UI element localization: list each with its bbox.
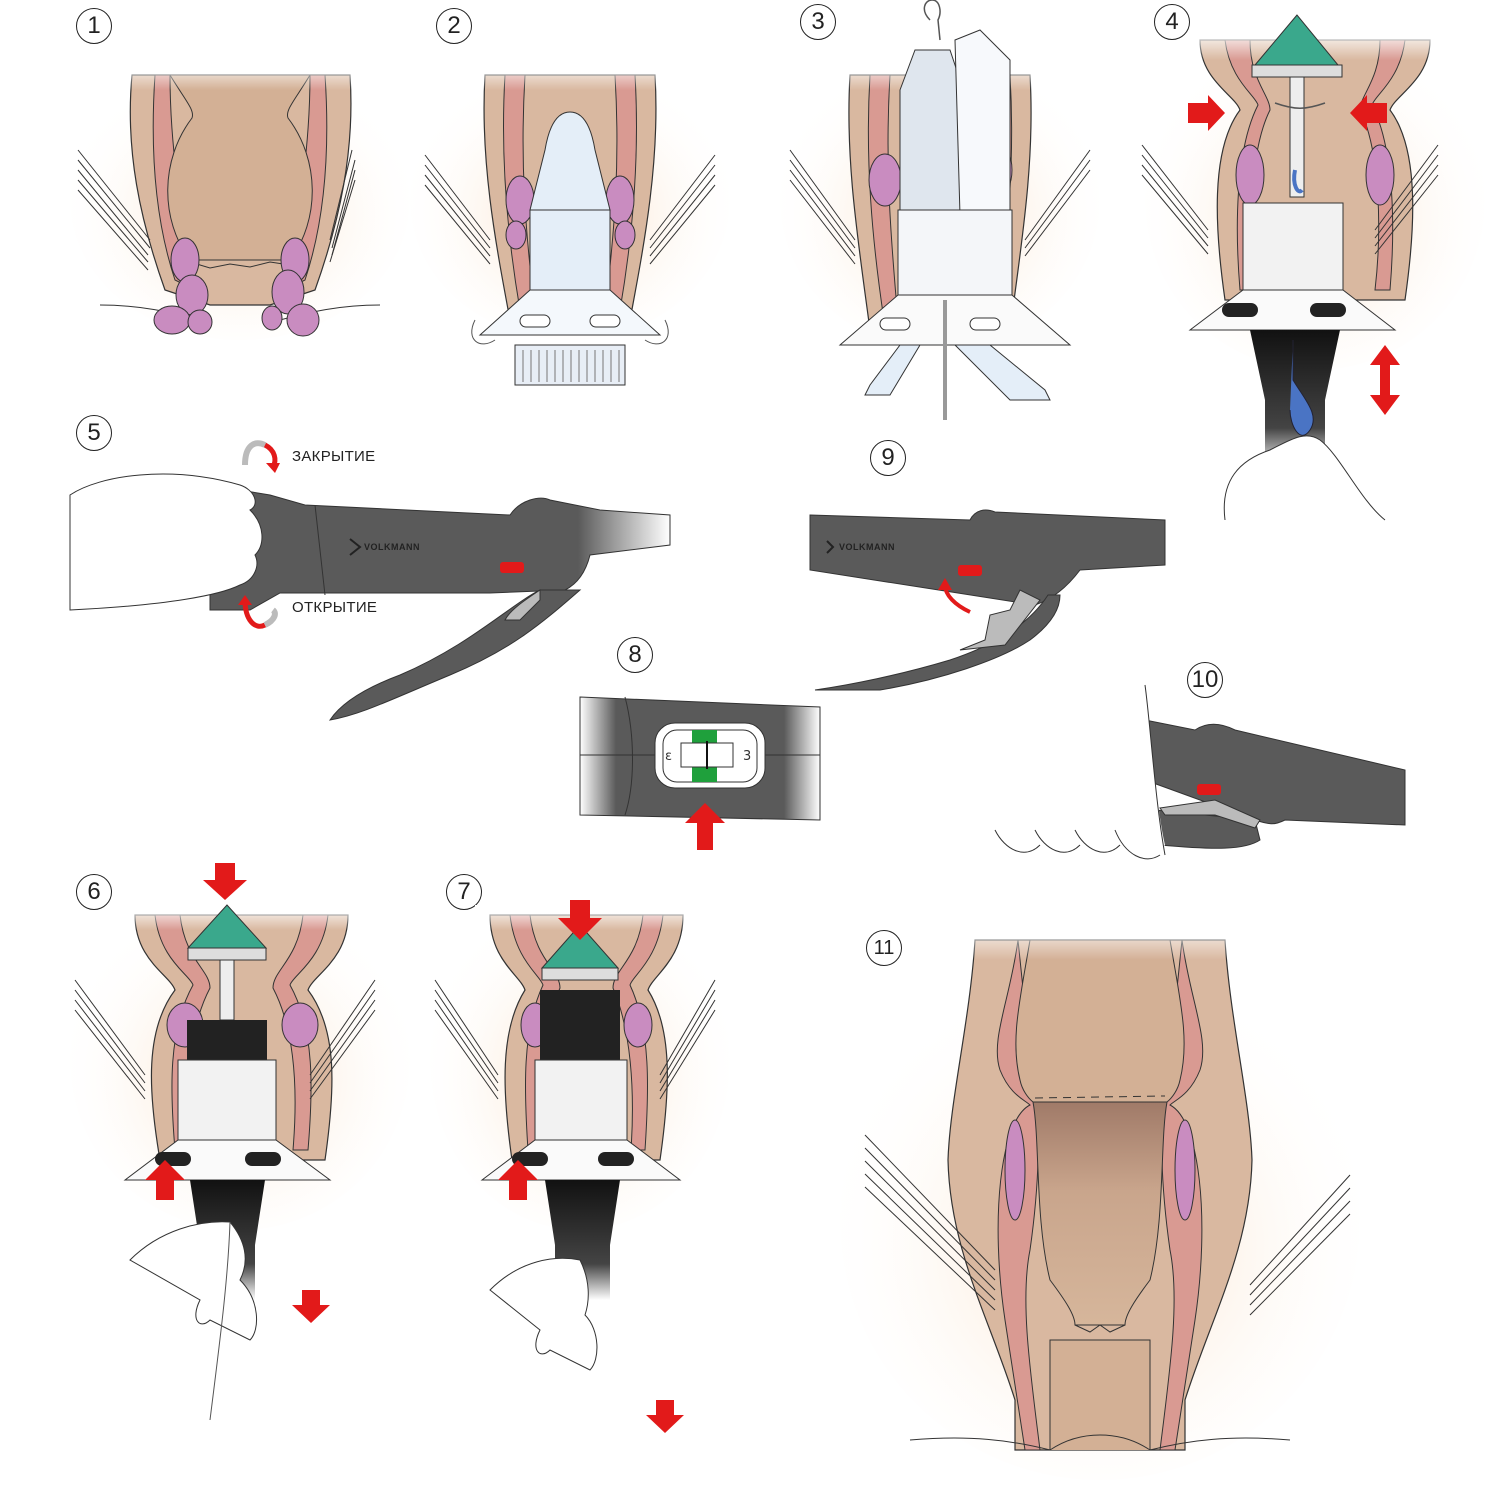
dilator-insertion-illustration — [410, 60, 730, 386]
stapler-lever — [328, 589, 582, 721]
step-number-badge: 6 — [76, 874, 112, 910]
blue-lever — [1289, 340, 1314, 436]
hemorrhoid-right — [261, 237, 320, 337]
hand — [489, 1257, 598, 1371]
right-arrow-icon — [1188, 95, 1225, 131]
hand — [69, 473, 263, 611]
stapler-firing-illustration — [985, 680, 1406, 865]
staple-line — [1034, 1095, 1166, 1099]
step-number-badge: 2 — [436, 8, 472, 44]
step-8-panel: 8 ɛ 3 — [575, 635, 821, 860]
stapler-insertion-illustration — [1141, 14, 1485, 521]
curved-arrow-icon — [938, 578, 971, 614]
opening-arrow-icon — [238, 595, 278, 629]
step-5-panel: 5 VOLKMANN ЗАКРЫТИЕ ОТКРЫТИЕ — [69, 415, 690, 745]
step-number-badge: 5 — [76, 415, 112, 451]
up-arrow-icon — [145, 1160, 185, 1200]
step-7-panel: 7 — [430, 860, 730, 1480]
down-arrow-icon — [203, 863, 247, 900]
opening-label: ОТКРЫТИЕ — [292, 599, 378, 616]
svg-text:ɛ: ɛ — [665, 749, 672, 764]
step-number-badge: 8 — [617, 637, 653, 673]
hand — [129, 1221, 258, 1341]
down-arrow-icon — [646, 1400, 684, 1433]
step-10-panel: 10 — [985, 660, 1415, 870]
stapler-fired-illustration — [430, 890, 730, 1433]
step-number-badge: 7 — [446, 874, 482, 910]
closing-label: ЗАКРЫТИЕ — [292, 448, 376, 465]
step-number-badge: 11 — [866, 930, 902, 966]
svg-text:3: 3 — [743, 749, 751, 764]
closing-arrow-icon — [242, 440, 280, 473]
stapler-release-illustration: VOLKMANN — [809, 509, 1166, 691]
step-number-badge: 9 — [870, 440, 906, 476]
post-procedure-anatomy-illustration — [840, 920, 1360, 1480]
brand-logo-text: VOLKMANN — [839, 542, 895, 552]
hemorrhoid-left — [153, 237, 213, 335]
left-arrow-icon — [1350, 95, 1387, 131]
step-number-badge: 10 — [1187, 662, 1223, 698]
step-3-panel: 3 — [780, 0, 1100, 420]
brand-logo-text: VOLKMANN — [364, 542, 420, 552]
step-11-panel: 11 — [840, 920, 1360, 1480]
step-9-panel: 9 VOLKMANN — [809, 440, 1170, 700]
safety-release-button — [958, 565, 982, 576]
step-4-panel: 4 — [1130, 0, 1500, 530]
down-arrow-icon — [558, 900, 602, 940]
step-number-badge: 4 — [1154, 4, 1190, 40]
up-arrow-icon — [685, 803, 725, 850]
step-6-panel: 6 — [60, 860, 440, 1480]
firing-indicator-window-illustration: ɛ 3 — [579, 696, 821, 850]
down-arrow-icon — [292, 1290, 330, 1323]
dilator-body — [529, 209, 611, 291]
step-number-badge: 3 — [800, 4, 836, 40]
up-arrow-icon — [498, 1160, 538, 1200]
step-1-panel: 1 — [60, 0, 420, 360]
anatomy-hemorrhoids-illustration — [70, 60, 410, 340]
stapler-closing-illustration — [70, 863, 410, 1421]
safety-release-button — [1197, 784, 1221, 795]
step-number-badge: 1 — [76, 8, 112, 44]
safety-release-button — [500, 562, 524, 573]
anoscope-purse-string-illustration — [780, 0, 1100, 420]
step-2-panel: 2 — [410, 0, 730, 400]
up-down-arrow-icon — [1370, 345, 1400, 415]
stapler-handle-rotation-illustration: VOLKMANN — [69, 440, 671, 721]
